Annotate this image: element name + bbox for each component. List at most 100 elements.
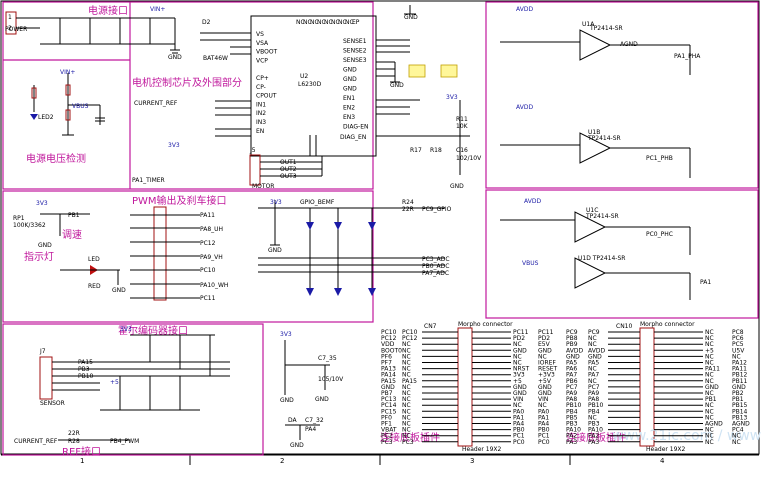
cn10-right-pin: PC4: [732, 427, 744, 434]
cn10-right-net: NC: [705, 353, 714, 360]
chip-pin-top: NC: [310, 19, 319, 26]
cn10-left-pin: PB9: [566, 341, 578, 348]
c35-val: 105/10V: [318, 376, 344, 383]
header-right-label: Header 19X2: [646, 446, 685, 453]
cn7-right-pin: PC1: [538, 433, 550, 440]
cn10-left-net: AVDD: [588, 347, 605, 354]
cn7-right-net: GND: [513, 384, 527, 391]
chip-pin-right: EN2: [343, 105, 355, 112]
v33-label-6: 3V3: [168, 142, 180, 149]
cn10-left-pin: PA10: [566, 427, 581, 434]
border-col-2: 2: [280, 457, 284, 465]
cn7-right-pin: +3V3: [538, 372, 555, 379]
cn10-left-pin: PB4: [566, 408, 578, 415]
cn10-right-net: NC: [705, 439, 714, 446]
cn7-left-pin: PF1: [381, 421, 392, 428]
cn7-left-pin: PC2: [381, 433, 393, 440]
r28-val: 22R: [68, 430, 80, 437]
cn10-right-pin: AGND: [732, 421, 750, 428]
opamp-u1c: [574, 211, 607, 243]
cn7-right-pin: PC0: [538, 439, 550, 446]
d2-ref: D2: [202, 19, 211, 26]
chip-pin-top: NC: [338, 19, 347, 26]
gnd-label-10: GND: [290, 442, 304, 449]
cn7-right-pin: GND: [538, 384, 552, 391]
chip-pin-top: EP: [352, 19, 360, 26]
v33-label-5: 3V3: [280, 331, 292, 338]
cn7-left-net: NC: [402, 384, 411, 391]
cn7-right-pin: PC11: [538, 329, 554, 336]
cn10-left-net: PB4: [588, 408, 600, 415]
cn10-left-net: GND: [588, 353, 602, 360]
box-hall: [2, 323, 264, 456]
r11-val: 10K: [456, 123, 469, 130]
cn7-right-pin: IOREF: [538, 360, 556, 367]
gnd-label-7: GND: [268, 247, 282, 254]
cn7-left-net: PC3: [402, 439, 414, 446]
chip-pin-left: VCP: [256, 57, 268, 64]
agnd-label: AGND: [620, 41, 638, 48]
cn10-left-net: PA2: [588, 433, 599, 440]
cn10-right-pin: GND: [732, 384, 746, 391]
cn7-right-pin: E5V: [538, 341, 551, 348]
cn10-left-net: PA10: [588, 427, 603, 434]
cn7-right-net: 3V3: [513, 372, 525, 379]
chip-pin-left: CP-: [256, 84, 266, 91]
cn7-left-net: NC: [402, 341, 411, 348]
cn7-right-net: PA0: [513, 408, 524, 415]
gnd-label-2: GND: [168, 54, 182, 61]
cn10-left-pin: PB6: [566, 378, 578, 385]
cn7-right-net: GND: [513, 347, 527, 354]
opamp-u1a-part: TP2414-SR: [589, 25, 623, 32]
cn7-left-pin: PA14: [381, 372, 396, 379]
chip-pin-top: NC: [303, 19, 312, 26]
cn10-right-pin: PC6: [732, 335, 744, 342]
cn7-left-pin: PC3: [381, 439, 393, 446]
cn10-left-net: PA7: [588, 372, 599, 379]
chip-pin-top: NC: [331, 19, 340, 26]
avdd-label-2: AVDD: [516, 104, 533, 111]
v33-label: 3V3: [36, 200, 48, 207]
cn10-right-net: +5: [705, 347, 714, 354]
sensor-label: SENSOR: [40, 400, 65, 407]
cn10-left-pin: PA8: [566, 396, 577, 403]
cn10-right-pin: PB13: [732, 414, 748, 421]
chip-pin-right: SENSE3: [343, 57, 367, 64]
cn10-left-net: PA8: [588, 396, 599, 403]
title-pwm: PWM输出及刹车接口: [132, 194, 227, 207]
opamp-u1c-part: TP2414-SR: [585, 213, 619, 220]
cn7-left-net: PC12: [402, 335, 418, 342]
gnd-label-9: GND: [280, 397, 294, 404]
cn7-left-net: NC: [402, 390, 411, 397]
cn7-right-net: NC: [513, 402, 522, 409]
power-pin-1: 1: [8, 14, 12, 21]
pb4-pwm-net: PB4_PWM: [110, 438, 139, 445]
cn10-left-pin: PA5: [566, 360, 577, 367]
pc9-gpio-net: PC9_GPIO: [422, 206, 452, 213]
current-ref-net-2: CURRENT_REF: [14, 438, 58, 445]
cn7-left-pin: PF7: [381, 360, 392, 367]
cn7-left-net: NC: [402, 366, 411, 373]
da-label: DA: [288, 417, 298, 424]
cn7-right-net: VIN: [513, 396, 523, 403]
v33-label-2: 3V3: [446, 94, 458, 101]
c7-35-label: C7_35: [318, 355, 337, 362]
cn10-right-pin: PC8: [732, 329, 744, 336]
chip-pin-top: NC: [296, 19, 305, 26]
chip-pin-left: IN3: [256, 119, 266, 126]
border-col-1: 1: [80, 457, 84, 465]
r17-ref: R17: [410, 147, 422, 154]
j5-label: J5: [249, 147, 256, 154]
motor-label: MOTOR: [252, 183, 274, 190]
cn10-right-pin: PB15: [732, 402, 748, 409]
cn10-left-pin: PA9: [566, 390, 577, 397]
c16-val: 102/10V: [456, 155, 482, 162]
gnd-label-8: GND: [315, 396, 329, 403]
j7-label: J7: [39, 348, 46, 355]
cn10-right-pin: NC: [732, 353, 741, 360]
cn10-right-net: PB1: [705, 396, 717, 403]
pc12-net: PC12: [200, 240, 216, 247]
header-left-label: Header 19X2: [462, 446, 501, 453]
chip-pin-bottom: OUT2: [280, 166, 297, 173]
chip-pin-right: DIAG-EN: [343, 124, 368, 131]
